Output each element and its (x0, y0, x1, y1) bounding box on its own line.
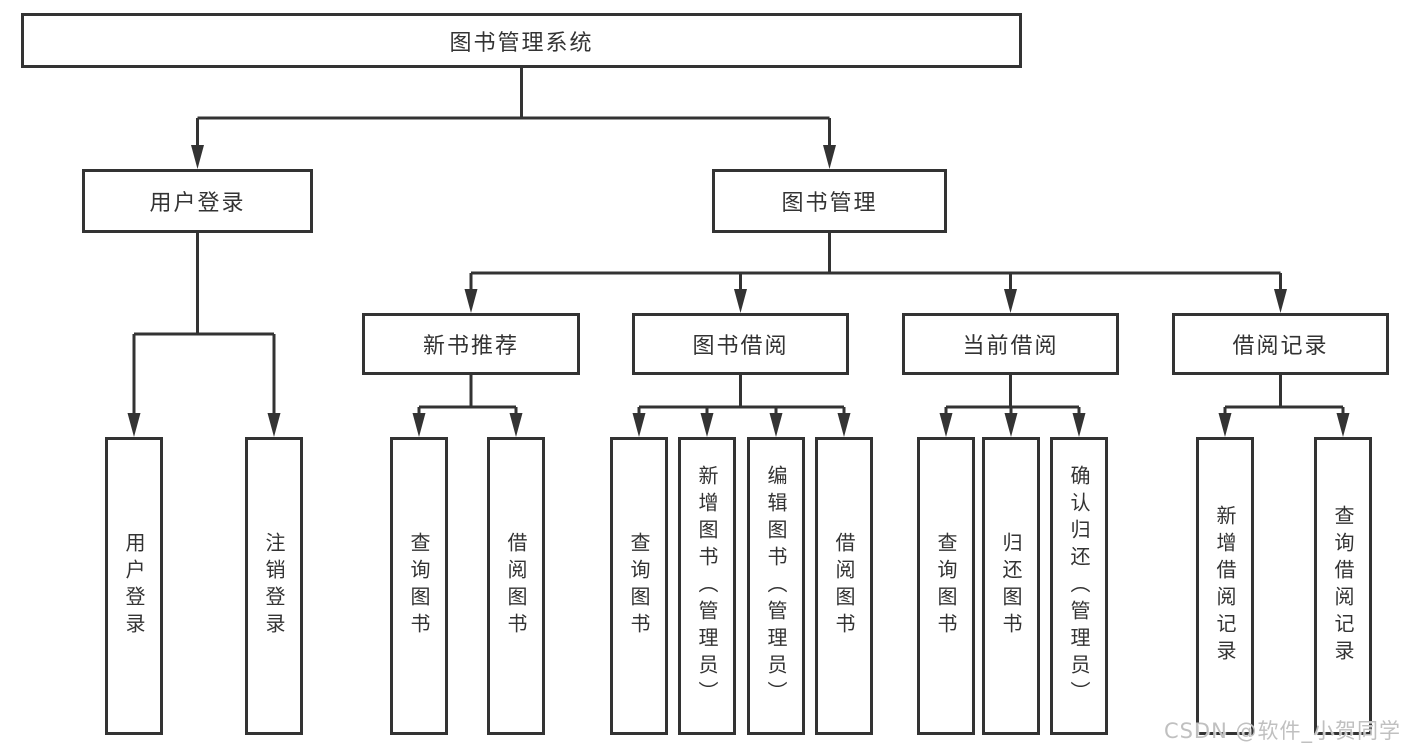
leaf-current-return-books: 归还图书 (982, 437, 1040, 735)
node-borrowing-records: 借阅记录 (1172, 313, 1389, 375)
leaf-logout: 注销登录 (245, 437, 303, 735)
leaf-newbook-borrow-books: 借阅图书 (487, 437, 545, 735)
node-book-borrowing: 图书借阅 (632, 313, 849, 375)
leaf-newbook-query-books: 查询图书 (390, 437, 448, 735)
node-book-management: 图书管理 (712, 169, 947, 233)
leaf-user-login: 用户登录 (105, 437, 163, 735)
leaf-borrow-edit-books-admin: 编辑图书（管理员） (747, 437, 805, 735)
node-user-login: 用户登录 (82, 169, 313, 233)
node-library-management-system: 图书管理系统 (21, 13, 1022, 68)
leaf-current-query-books: 查询图书 (917, 437, 975, 735)
leaf-record-add-borrow-record: 新增借阅记录 (1196, 437, 1254, 735)
leaf-borrow-add-books-admin: 新增图书（管理员） (678, 437, 736, 735)
leaf-borrow-borrow-books: 借阅图书 (815, 437, 873, 735)
leaf-borrow-query-books: 查询图书 (610, 437, 668, 735)
node-new-book-recommendation: 新书推荐 (362, 313, 580, 375)
node-current-borrowing: 当前借阅 (902, 313, 1119, 375)
leaf-current-confirm-return-admin: 确认归还（管理员） (1050, 437, 1108, 735)
leaf-record-query-borrow-record: 查询借阅记录 (1314, 437, 1372, 735)
